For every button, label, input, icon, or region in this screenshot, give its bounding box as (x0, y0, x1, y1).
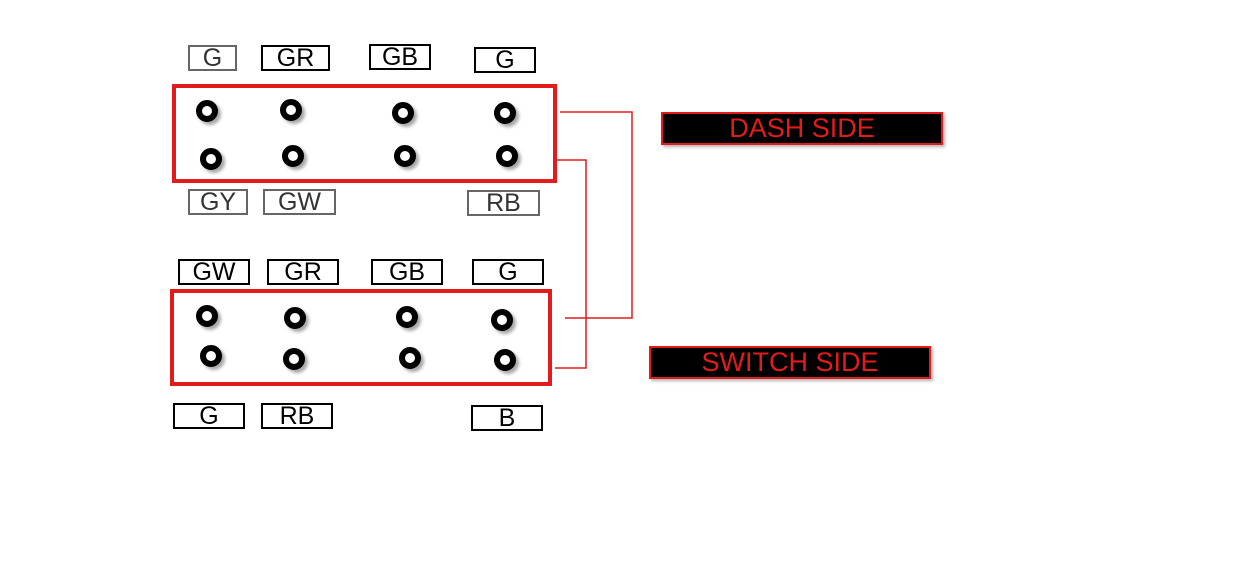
dash-bottom-wire-label: RB (467, 190, 540, 216)
pin-icon (494, 349, 516, 371)
dash-bottom-wire-label: GW (263, 189, 336, 215)
pin-icon (200, 148, 222, 170)
pin-icon (392, 102, 414, 124)
dash-top-wire-label: G (474, 47, 536, 73)
dash-side-connector (172, 84, 557, 183)
switch-top-wire-label: GR (267, 259, 339, 285)
pin-icon (496, 145, 518, 167)
switch-side-bracket (555, 159, 587, 369)
pin-icon (494, 102, 516, 124)
pin-icon (284, 307, 306, 329)
pin-icon (396, 306, 418, 328)
switch-side-label: SWITCH SIDE (649, 346, 931, 379)
switch-side-connector (170, 289, 552, 386)
dash-top-wire-label: GB (369, 44, 431, 70)
pin-icon (491, 309, 513, 331)
dash-side-bracket (560, 111, 633, 319)
dash-bottom-wire-label: GY (188, 189, 248, 215)
dash-top-wire-label: GR (261, 45, 330, 71)
pin-icon (196, 305, 218, 327)
switch-top-wire-label: GW (178, 259, 250, 285)
switch-top-wire-label: GB (371, 259, 443, 285)
switch-top-wire-label: G (472, 259, 544, 285)
pin-icon (399, 347, 421, 369)
dash-side-label: DASH SIDE (661, 112, 943, 145)
pin-icon (200, 345, 222, 367)
switch-bottom-wire-label: G (173, 403, 245, 429)
switch-bottom-wire-label: B (471, 405, 543, 431)
pin-icon (280, 99, 302, 121)
pin-icon (282, 145, 304, 167)
pin-icon (283, 348, 305, 370)
dash-top-wire-label: G (188, 45, 237, 71)
pin-icon (394, 145, 416, 167)
pin-icon (196, 100, 218, 122)
switch-bottom-wire-label: RB (261, 403, 333, 429)
